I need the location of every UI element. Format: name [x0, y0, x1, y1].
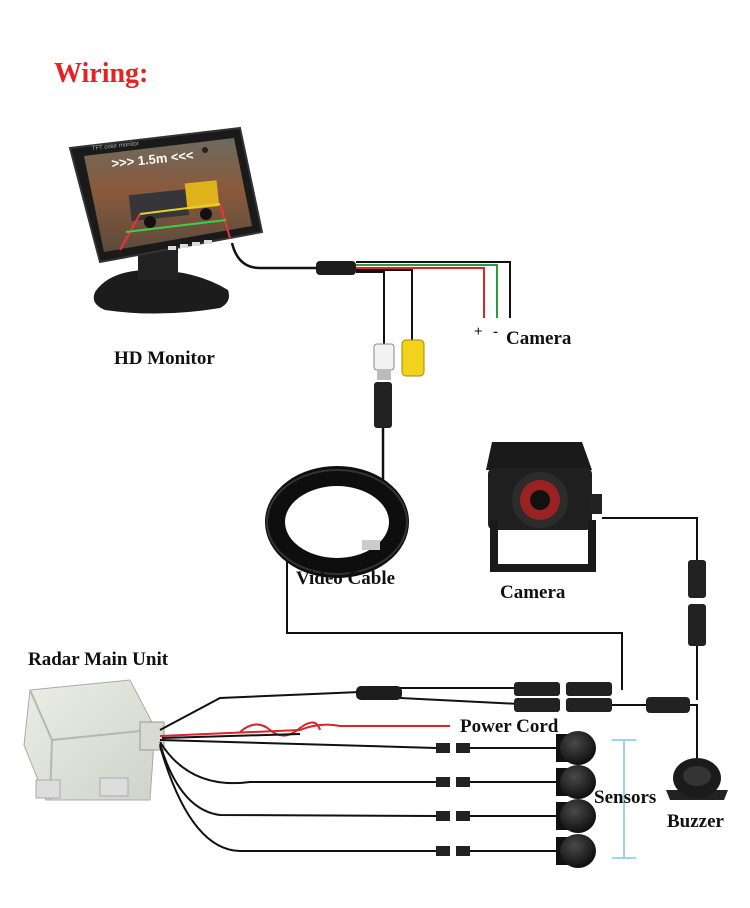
rca-yellow-connector	[401, 339, 425, 377]
radar-main-unit	[23, 679, 165, 801]
sensor-1	[556, 731, 596, 765]
camera-lead	[602, 517, 698, 560]
monitor-lead	[230, 242, 318, 270]
parking-sensors	[556, 731, 596, 868]
plus-label: +	[474, 324, 483, 340]
y-splitter	[356, 686, 402, 700]
aviation-connectors	[514, 682, 612, 712]
hd-monitor: >>> 1.5m <<< TFT color monitor	[68, 126, 264, 314]
video-cable-coil	[265, 466, 409, 578]
monitor-connector	[316, 261, 356, 275]
sensor-plugs	[436, 743, 470, 856]
buzzer	[666, 758, 728, 800]
radar-main-unit-label: Radar Main Unit	[28, 649, 169, 670]
camera-label: Camera	[500, 582, 566, 603]
power-cord-label: Power Cord	[460, 716, 559, 737]
camera-plug-1	[688, 560, 706, 598]
monitor-brand-text: TFT color monitor	[92, 141, 140, 152]
sensor-2	[556, 765, 596, 799]
buzzer-label: Buzzer	[667, 811, 724, 832]
minus-label: -	[493, 324, 498, 340]
camera-leads-label: Camera	[506, 328, 572, 349]
video-cable-lead-bottom	[286, 560, 623, 690]
hd-monitor-label: HD Monitor	[114, 348, 215, 369]
rca-white-connector	[373, 343, 395, 380]
buzzer-lead	[612, 704, 698, 760]
buzzer-connector	[646, 697, 690, 713]
sensors-label: Sensors	[594, 787, 657, 808]
power-cord	[159, 721, 450, 739]
video-cable-label: Video Cable	[296, 568, 396, 589]
sensor-4	[556, 834, 596, 868]
sensor-3	[556, 799, 596, 833]
camera-plug-2	[688, 604, 706, 646]
camera-power-leads	[356, 261, 511, 345]
rear-camera	[486, 442, 602, 572]
radar-cables	[159, 687, 560, 852]
aviation-plug-top	[374, 382, 392, 428]
diagram-title: Wiring:	[54, 58, 149, 89]
sensors-bracket	[612, 739, 636, 859]
